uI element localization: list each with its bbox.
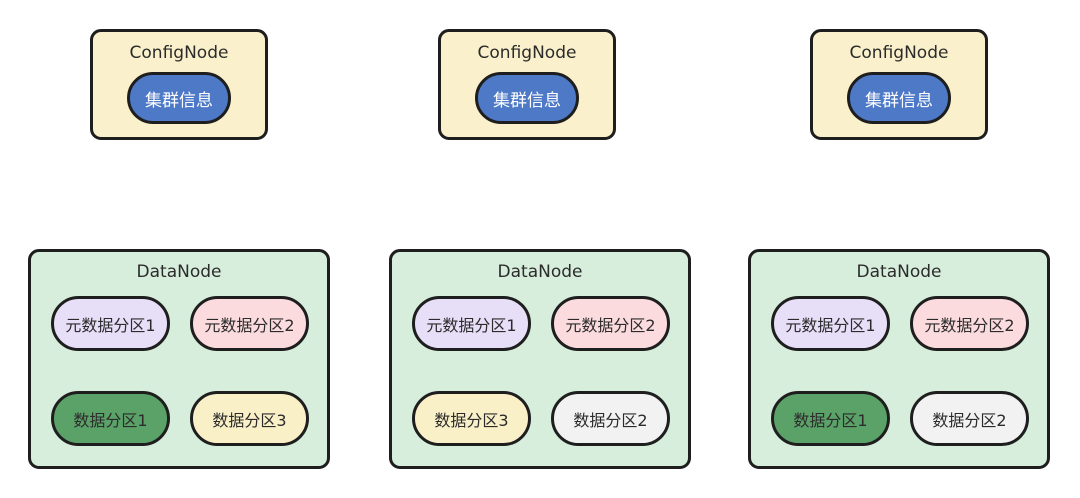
partition-pill: 数据分区3 bbox=[190, 391, 309, 447]
config-node-1: ConfigNode 集群信息 bbox=[90, 29, 268, 140]
data-node-2: DataNode 元数据分区1 元数据分区2 数据分区3 数据分区2 bbox=[389, 249, 691, 469]
data-node-title: DataNode bbox=[856, 262, 942, 282]
cluster-info-pill: 集群信息 bbox=[127, 72, 231, 125]
config-node-3: ConfigNode 集群信息 bbox=[810, 29, 988, 140]
partition-pill: 数据分区1 bbox=[771, 391, 890, 447]
config-node-title: ConfigNode bbox=[849, 43, 949, 63]
partition-grid: 元数据分区1 元数据分区2 数据分区1 数据分区2 bbox=[771, 296, 1029, 447]
partition-pill: 元数据分区2 bbox=[190, 296, 309, 352]
config-node-title: ConfigNode bbox=[477, 43, 577, 63]
cluster-info-pill: 集群信息 bbox=[847, 72, 951, 125]
partition-pill: 元数据分区1 bbox=[412, 296, 531, 352]
partition-pill: 元数据分区2 bbox=[551, 296, 670, 352]
partition-pill: 数据分区3 bbox=[412, 391, 531, 447]
partition-grid: 元数据分区1 元数据分区2 数据分区3 数据分区2 bbox=[412, 296, 670, 447]
partition-pill: 元数据分区1 bbox=[51, 296, 170, 352]
partition-pill: 元数据分区2 bbox=[910, 296, 1029, 352]
data-node-title: DataNode bbox=[136, 262, 222, 282]
config-node-title: ConfigNode bbox=[129, 43, 229, 63]
data-node-1: DataNode 元数据分区1 元数据分区2 数据分区1 数据分区3 bbox=[28, 249, 330, 469]
partition-pill: 数据分区1 bbox=[51, 391, 170, 447]
data-node-3: DataNode 元数据分区1 元数据分区2 数据分区1 数据分区2 bbox=[748, 249, 1050, 469]
cluster-info-pill: 集群信息 bbox=[475, 72, 579, 125]
config-node-2: ConfigNode 集群信息 bbox=[438, 29, 616, 140]
partition-pill: 数据分区2 bbox=[910, 391, 1029, 447]
partition-pill: 元数据分区1 bbox=[771, 296, 890, 352]
partition-pill: 数据分区2 bbox=[551, 391, 670, 447]
data-node-title: DataNode bbox=[497, 262, 583, 282]
partition-grid: 元数据分区1 元数据分区2 数据分区1 数据分区3 bbox=[51, 296, 309, 447]
